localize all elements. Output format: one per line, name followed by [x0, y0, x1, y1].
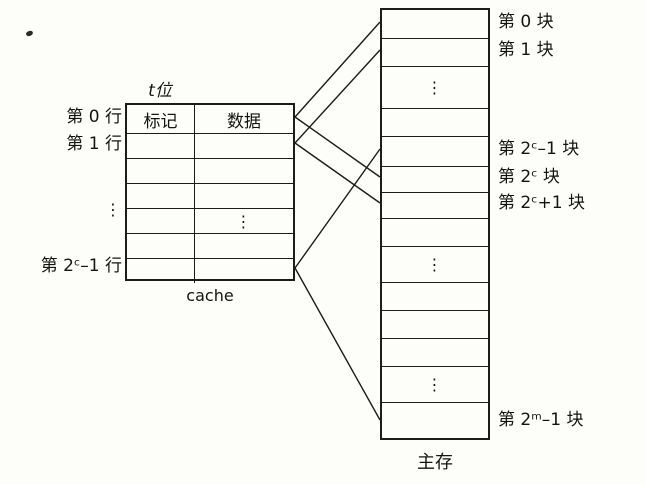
memory-row-block-c-minus1	[382, 136, 488, 166]
cache-row-ellipsis: ⋮	[127, 208, 293, 233]
cache-row	[127, 183, 293, 208]
memory-row-block-c-plus1	[382, 192, 488, 218]
cache-row-header: 标记 数据	[127, 105, 293, 133]
memory-row	[382, 218, 488, 246]
memory-row	[382, 108, 488, 136]
memory-row-block0	[382, 10, 488, 38]
memory-label-block-c: 第 2ᶜ 块	[498, 167, 560, 187]
cache-row-label-last: 第 2ᶜ–1 行	[40, 256, 122, 276]
main-memory-column: ⋮ ⋮ ⋮	[380, 8, 490, 440]
memory-row	[382, 338, 488, 366]
cache-row-label-0: 第 0 行	[66, 107, 122, 127]
cache-col-tag-header: 标记	[127, 105, 195, 133]
memory-row-block-last	[382, 402, 488, 442]
memory-row-block1	[382, 38, 488, 66]
memory-label-block0: 第 0 块	[498, 12, 554, 32]
cache-row-label-1: 第 1 行	[66, 134, 122, 154]
memory-row	[382, 282, 488, 310]
cache-row	[127, 158, 293, 183]
memory-label-block-c-minus1: 第 2ᶜ–1 块	[498, 139, 580, 159]
memory-label-block-c-plus1: 第 2ᶜ+1 块	[498, 193, 585, 213]
cache-row	[127, 233, 293, 258]
memory-row-ellipsis: ⋮	[382, 366, 488, 402]
tag-bits-label: t位	[148, 81, 172, 101]
cache-row	[127, 258, 293, 283]
cache-table: 标记 数据 ⋮	[125, 103, 295, 283]
memory-caption: 主存	[417, 452, 453, 473]
memory-row-block-c	[382, 166, 488, 192]
cache-col-data-header: 数据	[227, 111, 261, 132]
memory-label-block1: 第 1 块	[498, 40, 554, 60]
memory-row	[382, 310, 488, 338]
memory-row-ellipsis: ⋮	[382, 66, 488, 108]
memory-row-ellipsis: ⋮	[382, 246, 488, 282]
cache-row-label-dots: ⋮	[105, 200, 122, 219]
cache-caption: cache	[186, 286, 234, 305]
cache-row	[127, 133, 293, 158]
cache-data-dots: ⋮	[235, 211, 253, 231]
memory-label-block-last: 第 2ᵐ–1 块	[498, 410, 584, 430]
